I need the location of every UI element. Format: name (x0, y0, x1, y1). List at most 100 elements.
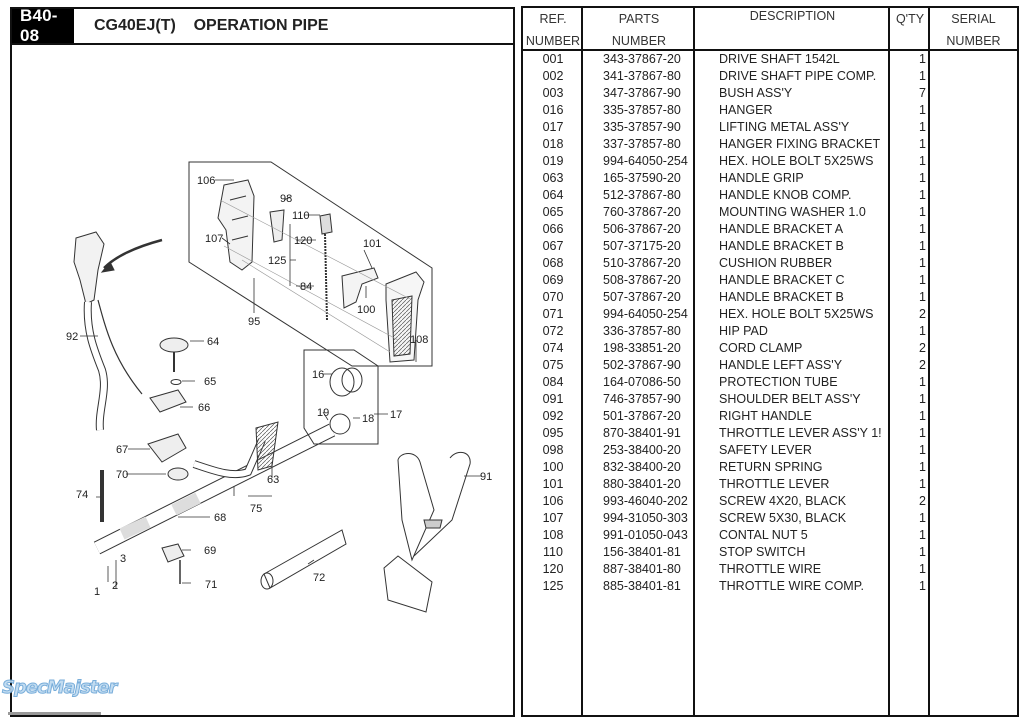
bracket-a-part (149, 389, 187, 413)
description-cell: HANGER FIXING BRACKET (719, 137, 881, 151)
grip-texture (391, 295, 413, 357)
qty-cell: 7 (919, 86, 926, 100)
ref-number-cell: 108 (542, 528, 564, 542)
qty-cell: 2 (919, 494, 926, 508)
harness-buckle (423, 519, 443, 529)
section-code: B40-08 (12, 6, 74, 45)
description-cell: HANDLE BRACKET B (719, 290, 844, 304)
qty-cell: 1 (919, 579, 926, 593)
qty-cell: 1 (919, 290, 926, 304)
ref-number-cell: 106 (542, 494, 564, 508)
ref-number-cell: 072 (542, 324, 564, 338)
callout-120: 120 (294, 235, 312, 247)
column-ref-number (523, 8, 583, 715)
description-cell: SCREW 5X30, BLACK (719, 511, 847, 525)
ref-number-cell: 019 (542, 154, 564, 168)
description-cell: HANDLE KNOB COMP. (719, 188, 852, 202)
header-ref-line2: NUMBER (525, 34, 581, 48)
hip-pad-part (263, 529, 347, 589)
throttle-assembly-frame (188, 161, 433, 367)
description-cell: HANDLE LEFT ASS'Y (719, 358, 843, 372)
parts-number-cell: 502-37867-90 (603, 358, 681, 372)
harness-left-strap (397, 453, 435, 562)
parts-number-cell: 760-37867-20 (603, 205, 681, 219)
qty-cell: 1 (919, 120, 926, 134)
parts-number-cell: 337-37857-80 (603, 137, 681, 151)
parts-number-cell: 347-37867-90 (603, 86, 681, 100)
ref-number-cell: 003 (542, 86, 564, 100)
parts-number-cell: 335-37857-80 (603, 103, 681, 117)
ref-number-cell: 110 (543, 545, 563, 559)
handle-cable (97, 299, 143, 395)
ref-number-cell: 070 (542, 290, 564, 304)
description-cell: CUSHION RUBBER (719, 256, 833, 270)
ref-number-cell: 074 (542, 341, 564, 355)
qty-cell: 1 (919, 103, 926, 117)
parts-number-cell: 507-37175-20 (603, 239, 681, 253)
ref-number-cell: 092 (542, 409, 564, 423)
qty-cell: 1 (919, 426, 926, 440)
header-ref-line1: REF. (539, 12, 567, 26)
bracket-b-part (147, 433, 187, 463)
qty-cell: 1 (919, 324, 926, 338)
description-cell: DRIVE SHAFT 1542L (719, 52, 840, 66)
header-parts-line1: PARTS (618, 12, 660, 26)
ref-number-cell: 016 (542, 103, 564, 117)
assembly-arrow (103, 238, 163, 269)
parts-number-cell: 993-46040-202 (603, 494, 688, 508)
description-cell: HANDLE BRACKET C (719, 273, 845, 287)
ref-number-cell: 017 (542, 120, 564, 134)
ref-number-cell: 120 (542, 562, 564, 576)
parts-number-cell: 343-37867-20 (603, 52, 681, 66)
hanger-bracket-part (329, 413, 351, 435)
column-description (695, 8, 890, 715)
qty-cell: 1 (919, 409, 926, 423)
description-cell: STOP SWITCH (719, 545, 806, 559)
callout-92: 92 (66, 331, 78, 343)
callout-66: 66 (198, 402, 210, 414)
parts-number-cell: 156-38401-81 (603, 545, 681, 559)
callout-63: 63 (267, 474, 279, 486)
qty-cell: 1 (919, 69, 926, 83)
description-cell: HIP PAD (719, 324, 768, 338)
table-row: 003 347-37867-90 BUSH ASS'Y 7 (523, 85, 1017, 102)
description-cell: THROTTLE LEVER (719, 477, 830, 491)
callout-16: 16 (312, 369, 324, 381)
parts-number-cell: 870-38401-91 (603, 426, 681, 440)
throttle-lever-part (341, 267, 379, 309)
description-cell: HANDLE GRIP (719, 171, 804, 185)
description-cell: RIGHT HANDLE (719, 409, 812, 423)
callout-2: 2 (112, 580, 118, 592)
description-cell: BUSH ASS'Y (719, 86, 793, 100)
callout-65: 65 (204, 376, 216, 388)
callout-70: 70 (116, 469, 128, 481)
callout-100: 100 (357, 304, 375, 316)
qty-cell: 1 (919, 477, 926, 491)
parts-number-cell: 341-37867-80 (603, 69, 681, 83)
description-cell: SHOULDER BELT ASS'Y (719, 392, 861, 406)
exploded-parts-diagram: 106 98 110 120 107 125 101 84 100 95 108… (10, 45, 515, 717)
ref-number-cell: 071 (542, 307, 564, 321)
qty-cell: 2 (919, 307, 926, 321)
qty-cell: 2 (919, 341, 926, 355)
description-cell: RETURN SPRING (719, 460, 823, 474)
hip-pad-end (260, 572, 274, 590)
description-cell: THROTTLE WIRE (719, 562, 822, 576)
ref-number-cell: 063 (542, 171, 564, 185)
ref-number-cell: 107 (542, 511, 564, 525)
callout-69: 69 (204, 545, 216, 557)
